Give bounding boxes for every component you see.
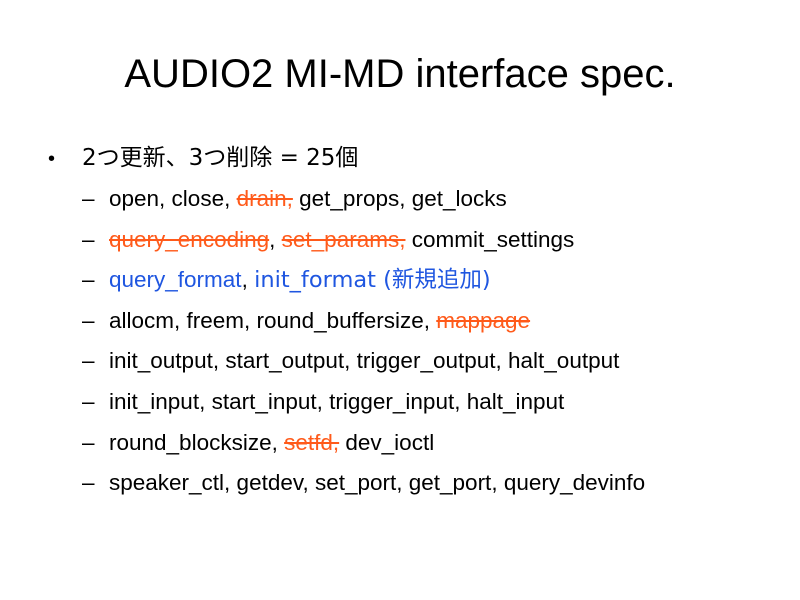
sub-bullet-marker: – [82,348,95,374]
function-text: , [269,226,282,252]
list-item: –open, close, drain, get_props, get_lock… [82,182,794,223]
sub-bullet-marker: – [82,307,95,333]
function-list: –open, close, drain, get_props, get_lock… [82,182,794,507]
function-text: commit_settings [405,226,575,252]
bullet-marker: • [48,148,56,170]
list-item: –query_encoding, set_params, commit_sett… [82,223,794,264]
deleted-function: drain, [236,186,293,211]
function-text: allocm, freem, round_buffersize, [109,307,437,333]
list-item: –speaker_ctl, getdev, set_port, get_port… [82,466,794,507]
deleted-function: query_encoding [109,226,270,252]
list-item: –init_output, start_output, trigger_outp… [82,344,794,385]
sub-bullet-marker: – [82,470,95,496]
sub-bullet-marker: – [82,186,95,211]
added-function: init_format (新規追加) [254,267,491,294]
function-text: get_props, get_locks [292,186,507,211]
added-function: query_format [109,267,242,293]
sub-bullet-marker: – [82,388,95,414]
function-text: init_input, start_input, trigger_input, … [109,388,565,414]
function-text: open, close, [109,186,237,211]
summary-text: 2つ更新、3つ削除 = 25個 [82,145,359,171]
function-text: , [241,267,255,293]
deleted-function: mappage [436,307,531,333]
function-text: init_output, start_output, trigger_outpu… [109,348,620,374]
list-item: –query_format, init_format (新規追加) [82,263,794,304]
deleted-function: setfd, [284,429,340,455]
sub-bullet-marker: – [82,429,95,455]
list-item: –allocm, freem, round_buffersize, mappag… [82,304,794,345]
deleted-function: set_params, [281,226,406,252]
function-text: dev_ioctl [339,429,435,455]
list-item: –init_input, start_input, trigger_input,… [82,385,794,426]
sub-bullet-marker: – [82,267,95,293]
function-text: speaker_ctl, getdev, set_port, get_port,… [109,470,646,496]
slide-title: AUDIO2 MI-MD interface spec. [124,52,676,96]
function-text: round_blocksize, [109,429,285,455]
sub-bullet-marker: – [82,226,95,252]
summary-bullet: • 2つ更新、3つ削除 = 25個 [48,140,358,176]
list-item: –round_blocksize, setfd, dev_ioctl [82,426,794,467]
